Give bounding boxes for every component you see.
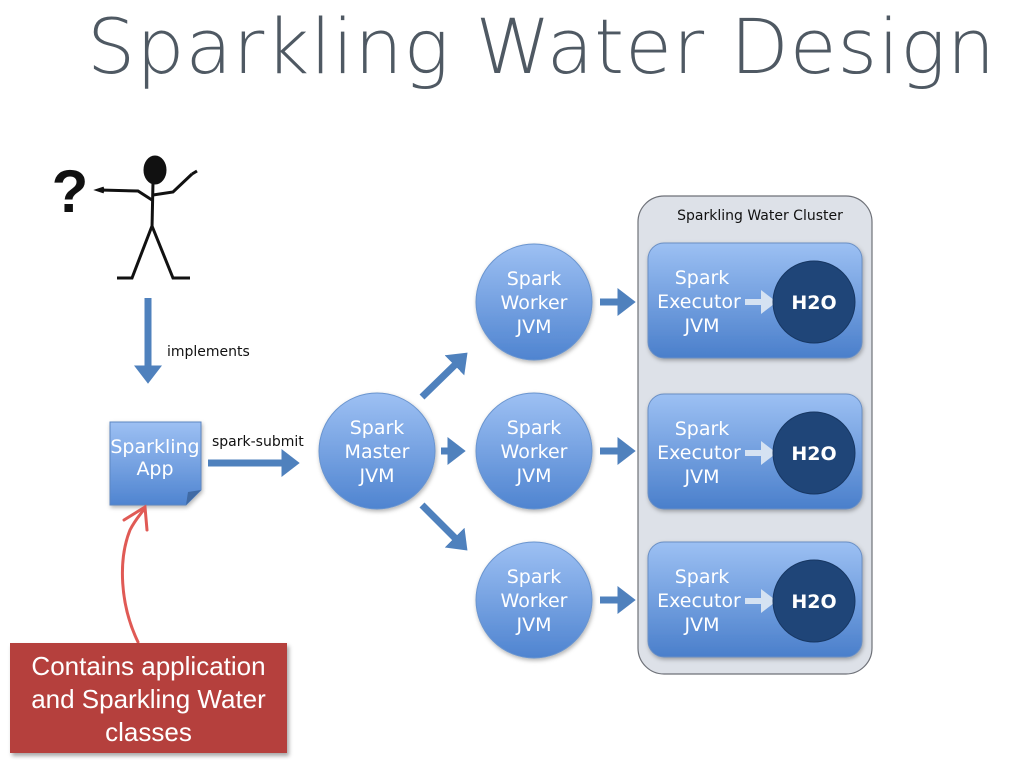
cluster-label: Sparkling Water Cluster (677, 208, 843, 224)
h2o-node[interactable] (772, 260, 856, 344)
h2o-node[interactable] (772, 411, 856, 495)
spark-worker-2[interactable]: Spark Worker JVM (475, 392, 593, 510)
spark-master-label-1: Spark (350, 417, 405, 439)
worker-label-2: Worker (501, 441, 568, 463)
spark-submit-label: spark-submit (212, 434, 304, 450)
sparkling-app-node[interactable] (109, 421, 202, 506)
executor-label-3: JVM (684, 614, 720, 636)
question-mark-icon: ? (52, 158, 89, 225)
worker-label-3: JVM (516, 465, 552, 487)
executor-label-1: Spark (675, 267, 730, 289)
executor-label-1: Spark (675, 418, 730, 440)
executor-label-2: Executor (657, 291, 741, 313)
spark-worker-node[interactable] (475, 392, 593, 510)
h2o-label: H2O (791, 292, 836, 314)
spark-worker-1[interactable]: Spark Worker JVM (475, 243, 593, 361)
spark-master-label-3: JVM (359, 465, 395, 487)
executor-label-2: Executor (657, 442, 741, 464)
annotation-arrow (121, 504, 149, 644)
spark-worker-3[interactable]: Spark Worker JVM (475, 541, 593, 659)
executor-label-3: JVM (684, 466, 720, 488)
master-to-worker-1-arrow (419, 352, 468, 400)
worker-label-3: JVM (516, 614, 552, 636)
spark-worker-node[interactable] (475, 243, 593, 361)
master-to-worker-3-arrow (419, 502, 468, 551)
worker-label-3: JVM (516, 316, 552, 338)
executor-3[interactable]: Spark Executor JVM H2O (647, 541, 863, 658)
worker-label-2: Worker (501, 292, 568, 314)
annotation-note: Contains application and Sparkling Water… (10, 643, 287, 753)
h2o-node[interactable] (772, 559, 856, 643)
sparkling-app-label-1: Sparkling (110, 436, 199, 458)
executor-1[interactable]: Spark Executor JVM H2O (647, 242, 863, 359)
implements-label: implements (167, 344, 250, 360)
worker-label-2: Worker (501, 590, 568, 612)
worker-label-1: Spark (507, 268, 562, 290)
spark-worker-node[interactable] (475, 541, 593, 659)
executor-label-2: Executor (657, 590, 741, 612)
spark-master-node[interactable] (318, 392, 436, 510)
worker-label-1: Spark (507, 566, 562, 588)
h2o-label: H2O (791, 443, 836, 465)
stick-figure-icon (93, 155, 198, 280)
executor-label-1: Spark (675, 566, 730, 588)
executor-label-3: JVM (684, 315, 720, 337)
page-title: Sparkling Water Design (86, 2, 997, 91)
worker-label-1: Spark (507, 417, 562, 439)
spark-master-label-2: Master (345, 441, 410, 463)
sparkling-app-label-2: App (136, 458, 173, 480)
h2o-label: H2O (791, 591, 836, 613)
executor-2[interactable]: Spark Executor JVM H2O (647, 393, 863, 510)
